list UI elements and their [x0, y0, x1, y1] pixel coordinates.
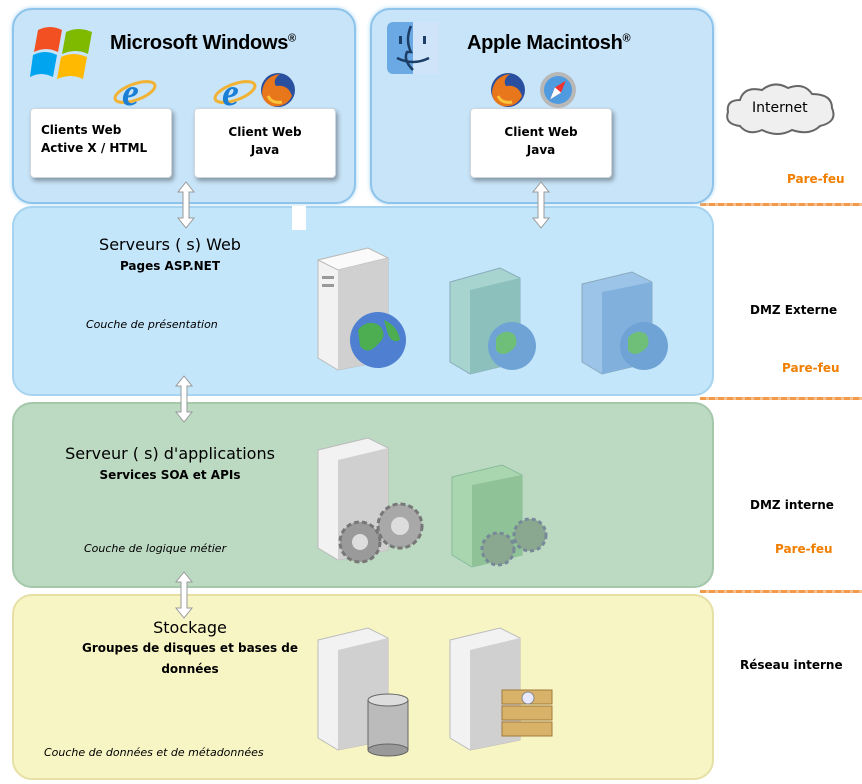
- storage-tier-title: Stockage: [153, 618, 227, 637]
- web-tier-subtitle: Pages ASP.NET: [119, 259, 221, 273]
- card-line-2: Java: [250, 143, 280, 157]
- firewall-label-2: Pare-feu: [782, 361, 840, 375]
- internet-explorer-icon: e: [113, 72, 157, 112]
- app-tier-layer: Couche de logique métier: [84, 542, 227, 555]
- firewall-line-3: [700, 590, 862, 593]
- card-line-2: Active X / HTML: [41, 141, 148, 155]
- card-line-2: Java: [526, 143, 556, 157]
- connector-block: [292, 206, 306, 230]
- app-tier-title: Serveur ( s) d'applications: [65, 444, 275, 463]
- web-tier-layer: Couche de présentation: [86, 318, 218, 331]
- firewall-label-3: Pare-feu: [775, 542, 833, 556]
- windows-logo-icon: [30, 27, 92, 79]
- dmz-external-label: DMZ Externe: [750, 303, 838, 317]
- firewall-line-1: [700, 203, 862, 206]
- firefox-icon: [261, 73, 295, 107]
- web-server-globe-icon-2: [449, 267, 536, 375]
- double-arrow-icon: [174, 571, 194, 619]
- windows-java-client-card: Client Web Java: [194, 108, 336, 178]
- internet-explorer-icon-2: e: [213, 72, 257, 112]
- dmz-internal-label: DMZ interne: [750, 498, 834, 512]
- internet-label: Internet: [752, 100, 808, 116]
- card-line-1: Clients Web: [41, 123, 122, 137]
- internal-network-label: Réseau interne: [740, 658, 843, 672]
- app-server-gears-icon: [317, 437, 424, 564]
- storage-tier-subtitle-1: Groupes de disques et bases de: [81, 641, 299, 655]
- firewall-line-2: [700, 397, 862, 400]
- firefox-icon-mac: [491, 73, 525, 107]
- card-line-1: Client Web: [228, 125, 302, 139]
- storage-tier-subtitle-2: données: [161, 662, 219, 676]
- mac-title: Apple Macintosh®: [467, 32, 631, 54]
- web-server-globe-icon-3: [581, 271, 668, 375]
- web-server-globe-icon: [316, 247, 406, 371]
- firewall-label-1: Pare-feu: [787, 172, 845, 186]
- windows-activex-client-card: Clients Web Active X / HTML: [30, 108, 172, 178]
- database-server-icon: [317, 627, 409, 757]
- disk-storage-server-icon: [449, 627, 553, 751]
- double-arrow-icon: [176, 181, 196, 229]
- card-line-1: Client Web: [504, 125, 578, 139]
- internet-cloud-icon: [726, 83, 835, 135]
- web-tier-title: Serveurs ( s) Web: [99, 235, 241, 254]
- double-arrow-icon: [531, 181, 551, 229]
- mac-java-client-card: Client Web Java: [470, 108, 612, 178]
- mac-finder-icon: [387, 22, 439, 74]
- app-tier-subtitle: Services SOA et APIs: [99, 468, 241, 482]
- double-arrow-icon: [174, 375, 194, 423]
- svg-text:e: e: [122, 72, 139, 112]
- app-server-gears-icon-2: [451, 464, 548, 568]
- windows-title: Microsoft Windows®: [110, 32, 296, 54]
- svg-text:e: e: [222, 72, 239, 112]
- safari-icon: [540, 72, 576, 108]
- storage-tier-layer: Couche de données et de métadonnées: [44, 746, 264, 759]
